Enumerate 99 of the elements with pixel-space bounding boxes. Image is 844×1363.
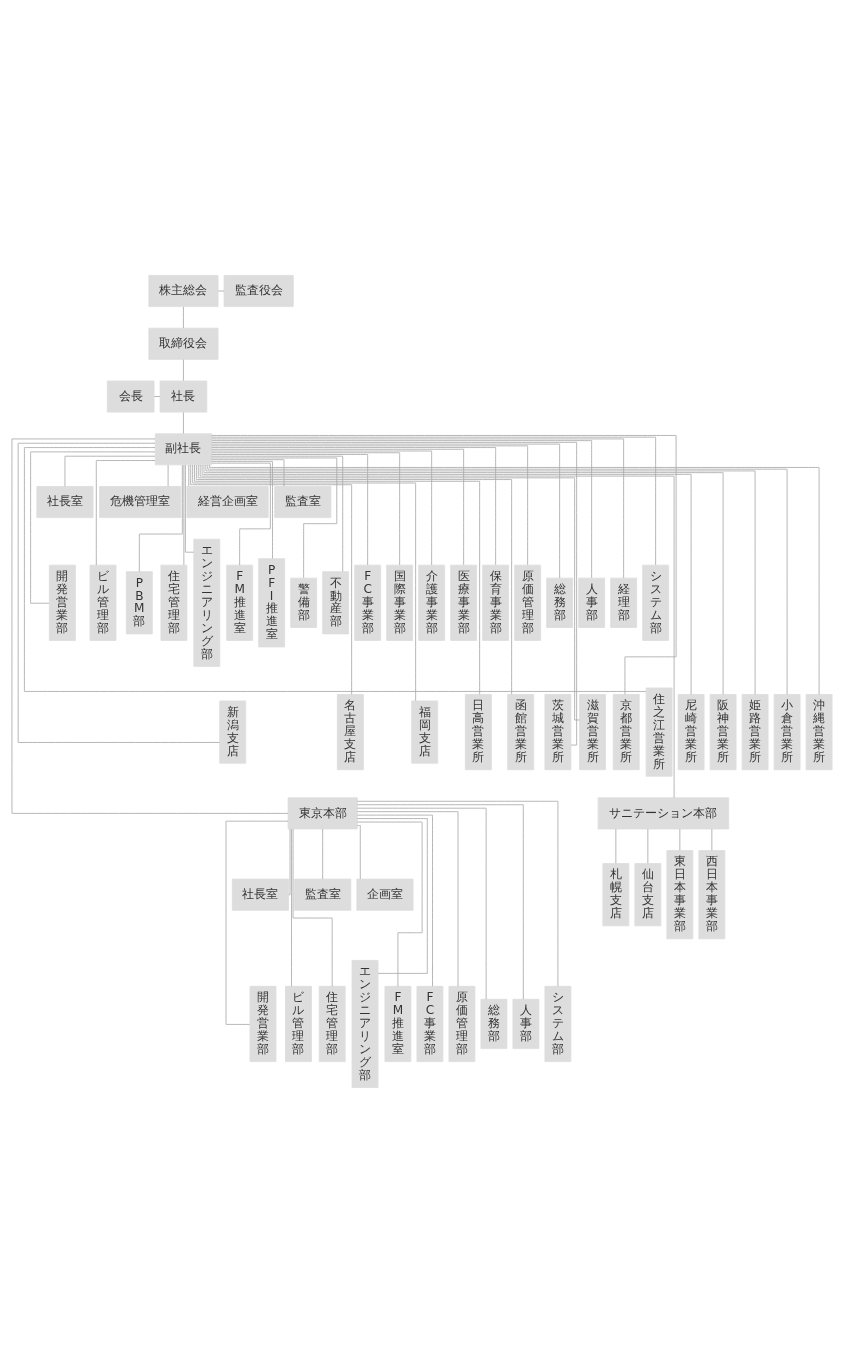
connector — [356, 807, 487, 1000]
node-box: 原価管理部 — [448, 985, 476, 1063]
node-box: 沖縄営業所 — [805, 694, 833, 771]
node-box: 株主総会 — [148, 275, 219, 307]
node-box: 不動産部 — [322, 571, 350, 635]
node-box: 経理部 — [610, 577, 638, 628]
node-box: 名古屋支店 — [336, 694, 364, 771]
node-box: システム部 — [544, 985, 572, 1063]
node-box: 開発営業部 — [249, 985, 277, 1063]
node-box: 阪神営業所 — [709, 694, 737, 771]
node-box: 介護事業部 — [418, 564, 446, 641]
node-box: ビル管理部 — [285, 985, 312, 1063]
node-box: 新潟支店 — [219, 700, 247, 764]
connector — [356, 825, 361, 880]
node-box: 日高営業所 — [464, 694, 492, 771]
node-box: 企画室 — [356, 878, 414, 911]
connector — [183, 464, 185, 566]
connector — [288, 828, 291, 896]
connector — [167, 464, 169, 487]
node-box: 総務部 — [546, 577, 574, 628]
node-box: PBM部 — [125, 571, 153, 635]
node-box: 人事部 — [578, 577, 606, 628]
connector — [356, 804, 524, 1000]
node-box: 警備部 — [290, 577, 318, 628]
node-box: エンジニアリング部 — [193, 538, 221, 667]
node-box: 姫路営業所 — [741, 694, 769, 771]
connector — [138, 464, 183, 573]
connector — [211, 441, 578, 746]
node-box: 福岡支店 — [411, 700, 439, 764]
node-box: 住宅管理部 — [160, 564, 188, 641]
connector — [64, 455, 156, 487]
node-box: 仙台支店 — [634, 863, 662, 927]
connector — [184, 464, 195, 553]
node-box: システム部 — [642, 564, 670, 641]
node-box: 社長室 — [36, 486, 94, 519]
node-box: 取締役会 — [148, 327, 219, 360]
node-box: 危機管理室 — [99, 486, 182, 519]
node-box: 人事部 — [512, 998, 540, 1050]
node-box: 会長 — [106, 380, 155, 413]
node-box: 総務部 — [480, 998, 508, 1050]
node-box: サニテーション本部 — [597, 797, 730, 830]
node-box: FM推進室 — [226, 564, 254, 641]
node-box: PFI推進室 — [258, 558, 286, 648]
node-box: FC事業部 — [416, 985, 444, 1063]
node-box: 監査室 — [274, 486, 332, 519]
node-box: 小倉営業所 — [773, 694, 801, 771]
connector — [183, 306, 184, 329]
connector — [211, 459, 285, 487]
node-box: 社長室 — [231, 878, 289, 911]
connector — [153, 396, 161, 397]
node-box: 茨城営業所 — [544, 694, 572, 771]
node-box: 住之江営業所 — [645, 687, 673, 777]
node-box: 滋賀営業所 — [579, 694, 606, 771]
connector — [357, 821, 423, 987]
connector — [95, 460, 156, 566]
connector — [211, 454, 369, 566]
node-box: 東日本事業部 — [666, 850, 694, 940]
node-box: 監査室 — [294, 878, 352, 911]
connector — [647, 828, 649, 864]
node-box: エンジニアリング部 — [351, 960, 379, 1088]
node-box: 監査役会 — [223, 275, 294, 307]
connector — [357, 818, 428, 974]
node-box: FC事業部 — [354, 564, 382, 641]
node-box: 尼崎営業所 — [677, 694, 705, 771]
connector — [197, 464, 580, 721]
connector — [291, 828, 292, 987]
connector — [188, 464, 190, 487]
connector — [679, 828, 681, 851]
node-box: 経営企画室 — [186, 486, 269, 519]
node-box: 住宅管理部 — [318, 985, 346, 1063]
node-box: 東京本部 — [287, 797, 358, 830]
node-box: 原価管理部 — [514, 564, 542, 641]
node-box: 医療事業部 — [450, 564, 478, 641]
node-box: 開発営業部 — [48, 564, 76, 641]
connector — [211, 436, 657, 566]
connector — [711, 828, 713, 851]
node-box: 国際事業部 — [386, 564, 414, 641]
connector — [211, 435, 677, 695]
connector — [211, 452, 401, 566]
node-box: FM推進室 — [384, 985, 412, 1063]
connector — [357, 814, 433, 987]
node-box: 函館営業所 — [507, 694, 535, 771]
node-box: 西日本事業部 — [698, 850, 726, 940]
node-box: 保育事業部 — [482, 564, 510, 641]
node-box: 札幌支店 — [602, 863, 630, 927]
connector — [217, 290, 225, 292]
connector — [356, 800, 559, 987]
connector — [357, 811, 459, 987]
node-box: 京都営業所 — [612, 694, 640, 771]
connector — [322, 828, 324, 880]
node-box: 副社長 — [154, 433, 212, 466]
connector — [183, 411, 184, 434]
node-box: ビル管理部 — [89, 564, 117, 641]
connector — [30, 451, 156, 604]
node-box: 社長 — [159, 380, 208, 413]
connector — [292, 828, 333, 987]
connector — [615, 828, 617, 864]
connector — [23, 447, 647, 692]
connector — [183, 359, 184, 382]
